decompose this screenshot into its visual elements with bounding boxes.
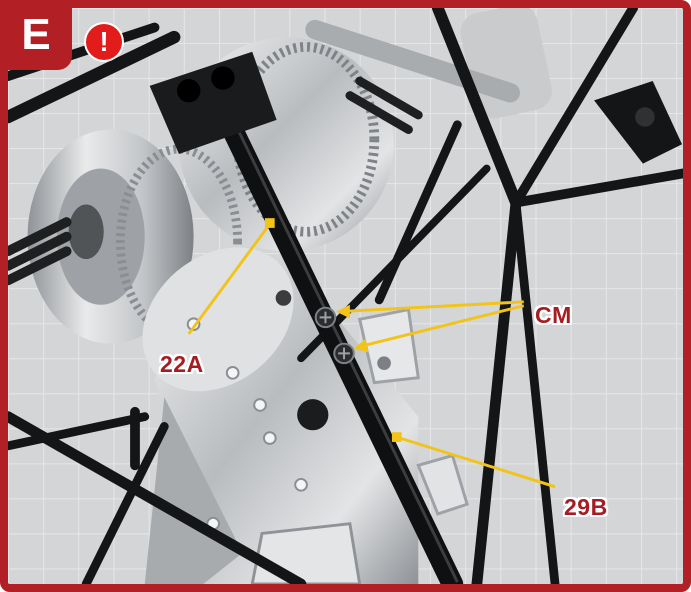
mount-bracket [357, 307, 420, 385]
label-cm: CM [535, 302, 572, 328]
callout-cm-lower-line [359, 304, 525, 349]
screw-cm-upper [314, 306, 337, 329]
label-29b: 29B [564, 494, 608, 520]
small-bracket [416, 453, 469, 516]
rod-connector-block [149, 51, 277, 154]
callout-29b-dot [391, 432, 402, 442]
spring-left [8, 217, 72, 286]
callout-cm-arrow-lower [353, 338, 369, 353]
rod-end-hole [635, 107, 655, 127]
callout-22a-dot [264, 218, 275, 228]
spring-top [345, 76, 423, 134]
callout-lines [187, 218, 556, 489]
connector-hole-2 [211, 66, 235, 90]
gear-housing-left-hub [68, 204, 104, 260]
assembly-photo [8, 8, 683, 584]
callout-cm-arrow-upper [336, 304, 350, 319]
housing-hole [297, 399, 329, 431]
connector-hole-1 [176, 79, 201, 103]
callout-29b-line [396, 435, 556, 489]
exclamation-icon: ! [86, 24, 122, 60]
callout-cm-upper-line [340, 300, 524, 314]
housing-hole-small [275, 290, 292, 306]
step-badge: E [0, 0, 72, 70]
callout-22a-line [187, 223, 271, 335]
screw-cm-lower [333, 342, 355, 365]
bracket-hole [377, 356, 391, 370]
label-22a: 22A [160, 351, 204, 377]
drum-gear-ring-left [115, 144, 242, 339]
